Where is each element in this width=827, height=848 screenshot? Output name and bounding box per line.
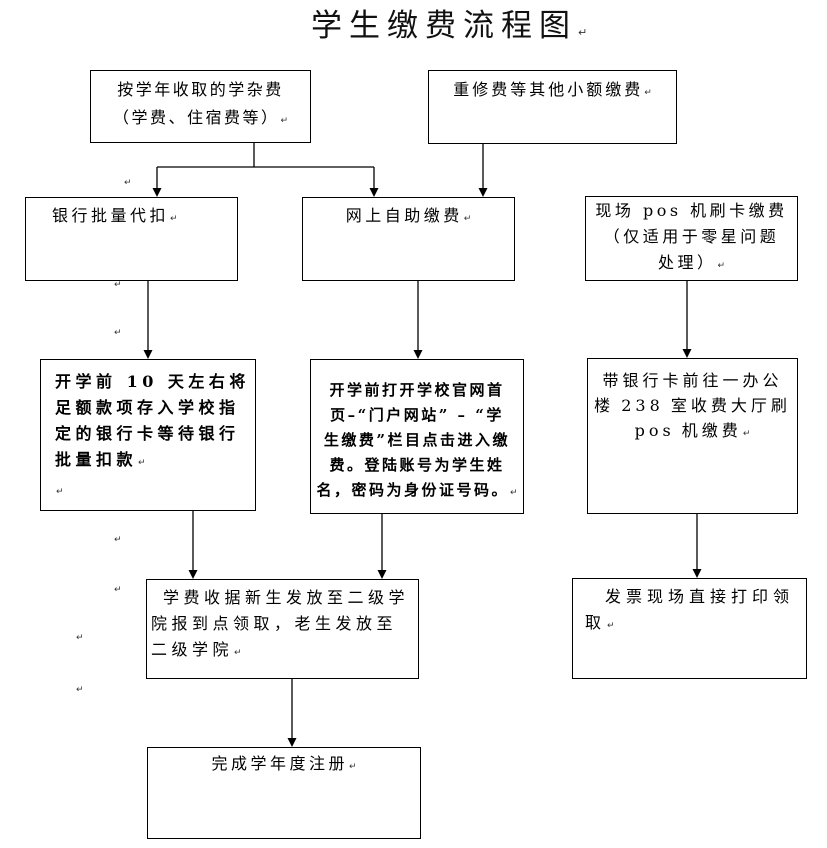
box-text-line: 完成学年度注册↵ (148, 751, 420, 780)
box-text-line: 页–“门户网站” – “学 (330, 406, 504, 424)
box-text-line: ↵ (55, 476, 255, 505)
paragraph-mark: ↵ (114, 328, 122, 338)
box-text-line: 银行批量代扣↵ (52, 203, 237, 232)
paragraph-mark: ↵ (76, 685, 84, 695)
arrow-receipt-to-registration (287, 679, 297, 747)
arrow-head (682, 349, 692, 358)
arrow-bank-step-to-receipt (188, 511, 198, 579)
box-text-line: 名，密码为身份证号码。↵ (311, 478, 523, 506)
arrow-to-online-payment (369, 167, 379, 197)
paragraph-mark: ↵ (170, 214, 178, 224)
box-text-line: 取↵ (585, 610, 806, 639)
box-text-line: 生缴费”栏目点击进入缴 (323, 431, 511, 449)
arrow-pos-payment-to-step (682, 281, 692, 358)
paragraph-mark: ↵ (742, 429, 751, 439)
box-online-payment-step: 开学前打开学校官网首 页–“门户网站” – “学 生缴费”栏目点击进入缴 费。登… (310, 359, 524, 514)
box-text: pos 机缴费 (634, 421, 742, 440)
box-text: 重修费等其他小额缴费 (453, 80, 644, 99)
page-title-text: 学生缴费流程图 (311, 8, 577, 44)
paragraph-mark: ↵ (114, 535, 122, 545)
arrow-to-bank-debit (152, 167, 162, 197)
paragraph-mark: ↵ (56, 487, 64, 497)
box-annual-fees: 按学年收取的学杂费 （学费、住宿费等）↵ (90, 70, 311, 143)
paragraph-mark: ↵ (234, 648, 242, 658)
paragraph-mark: ↵ (578, 26, 588, 39)
box-text: 二级学院 (151, 640, 234, 659)
box-registration-complete: 完成学年度注册↵ (147, 747, 421, 839)
box-pos-payment: 现场 pos 机刷卡缴费 （仅适用于零星问题 处理）↵ (585, 196, 798, 281)
box-text-line: 处理）↵ (586, 250, 797, 279)
box-text-line: 楼 238 室收费大厅刷 (594, 396, 791, 415)
paragraph-mark: ↵ (76, 633, 84, 643)
box-text-line: 学费收据新生发放至二级学 (163, 588, 410, 607)
arrow-online-step-to-receipt (377, 514, 387, 579)
box-text-line: 带银行卡前往一办公 (602, 371, 783, 390)
paragraph-mark: ↵ (138, 458, 146, 468)
box-text: 批量扣款 (55, 450, 138, 469)
box-text-line: （仅适用于零星问题 (603, 227, 780, 246)
box-bank-debit-step: 开学前 10 天左右将 足额款项存入学校指 定的银行卡等待银行 批量扣款↵ ↵ (40, 359, 256, 511)
paragraph-mark: ↵ (114, 585, 122, 595)
box-text-line: pos 机缴费↵ (588, 418, 797, 447)
box-pos-payment-step: 带银行卡前往一办公 楼 238 室收费大厅刷 pos 机缴费↵ (587, 358, 798, 514)
box-text-line: 网上自助缴费↵ (303, 203, 514, 232)
box-text-line: 现场 pos 机刷卡缴费 (595, 201, 788, 220)
box-text: 完成学年度注册 (211, 754, 348, 773)
arrow-online-payment-to-step (413, 281, 423, 359)
arrow-pos-step-to-invoice (692, 514, 702, 578)
box-text-line: （学费、住宿费等）↵ (91, 104, 310, 135)
paragraph-mark: ↵ (280, 116, 289, 126)
connector-annual-fees-split (157, 143, 374, 168)
arrow-small-fees-to-online-payment (478, 144, 488, 197)
paragraph-mark: ↵ (463, 214, 472, 224)
box-text-line: 定的银行卡等待银行 (55, 424, 240, 443)
box-bank-debit: 银行批量代扣↵ (25, 197, 238, 281)
box-text: 取 (585, 613, 607, 632)
arrow-head (152, 188, 162, 197)
paragraph-mark: ↵ (114, 280, 122, 290)
box-text-line: 按学年收取的学杂费 (117, 80, 284, 99)
paragraph-mark: ↵ (607, 621, 615, 631)
arrow-head (143, 350, 153, 359)
arrow-bank-debit-to-step (143, 281, 153, 359)
box-text-line: 足额款项存入学校指 (55, 398, 240, 417)
box-fee-receipt: 学费收据新生发放至二级学 院报到点领取，老生发放至 二级学院↵ (146, 579, 419, 679)
box-text: 处理） (657, 253, 717, 272)
box-text-line: 费。登陆账号为学生姓 (329, 456, 505, 474)
paragraph-mark: ↵ (644, 88, 652, 98)
box-text-line: 发票现场直接打印领 (605, 587, 795, 606)
box-text: （学费、住宿费等） (112, 108, 280, 127)
paragraph-mark: ↵ (509, 488, 518, 498)
box-online-payment: 网上自助缴费↵ (302, 197, 515, 281)
arrow-head (413, 350, 423, 359)
arrow-head (188, 570, 198, 579)
page-title: 学生缴费流程图↵ (311, 4, 587, 55)
box-text-line: 二级学院↵ (151, 637, 418, 666)
paragraph-mark: ↵ (124, 178, 132, 188)
box-text-line: 开学前 10 天左右将 (55, 372, 250, 391)
box-text-line: 院报到点领取，老生发放至 (151, 614, 398, 633)
box-small-fees: 重修费等其他小额缴费↵ (428, 70, 677, 144)
box-text-line: 重修费等其他小额缴费↵ (429, 77, 676, 106)
paragraph-mark: ↵ (717, 261, 726, 271)
box-text: 名，密码为身份证号码。 (316, 481, 509, 499)
box-invoice: 发票现场直接打印领 取↵ (572, 578, 807, 679)
paragraph-mark: ↵ (348, 762, 357, 772)
arrow-head (692, 569, 702, 578)
box-text: 银行批量代扣 (52, 206, 170, 225)
arrow-head (377, 570, 387, 579)
arrow-head (478, 188, 488, 197)
arrow-head (287, 738, 297, 747)
box-text-line: 批量扣款↵ (55, 447, 255, 476)
box-text: 网上自助缴费 (345, 206, 463, 225)
arrow-head (369, 188, 379, 197)
box-text-line: 开学前打开学校官网首 (329, 381, 505, 399)
